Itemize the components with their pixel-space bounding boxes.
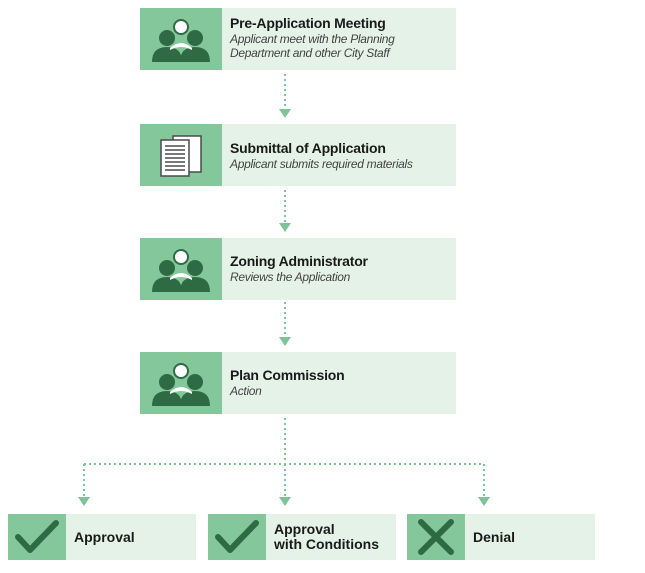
step-description: Applicant meet with the Planning — [230, 32, 395, 46]
step-zoning-administrator: Zoning Administrator Reviews the Applica… — [140, 238, 456, 300]
step-pre-application-meeting: Pre-Application Meeting Applicant meet w… — [140, 8, 456, 70]
step-description: Department and other City Staff — [230, 46, 390, 60]
step-description: Applicant submits required materials — [230, 157, 413, 171]
step-icon-box — [140, 124, 222, 186]
step-title: Zoning Administrator — [230, 253, 368, 269]
people-icon — [152, 363, 210, 406]
arrow-head — [279, 337, 291, 346]
outcome-label-line: with Conditions — [274, 536, 379, 552]
step-title: Plan Commission — [230, 367, 345, 383]
outcome-label: Denial — [465, 528, 516, 545]
step-title: Submittal of Application — [230, 140, 386, 156]
outcome-label-line: Approval — [274, 521, 335, 537]
step-icon-box — [140, 238, 222, 300]
checkmark-icon — [15, 520, 59, 553]
arrow-head — [279, 223, 291, 232]
outcome-approval-with-conditions: Approval with Conditions — [208, 514, 396, 560]
arrow-head — [279, 497, 291, 506]
outcome-denial: Denial — [407, 514, 595, 560]
step-description: Reviews the Application — [230, 270, 351, 284]
outcome-label-line: Approval — [74, 528, 135, 545]
documents-icon — [160, 135, 202, 177]
arrow-head — [78, 497, 90, 506]
outcome-label: Approval with Conditions — [266, 522, 379, 552]
step-plan-commission: Plan Commission Action — [140, 352, 456, 414]
people-icon — [152, 19, 210, 62]
arrow-head — [279, 109, 291, 118]
outcome-approval: Approval — [8, 514, 196, 560]
arrow-head — [478, 497, 490, 506]
step-description: Action — [230, 384, 262, 398]
outcome-icon-box — [407, 514, 465, 560]
step-title: Pre-Application Meeting — [230, 15, 386, 31]
step-submittal-of-application: Submittal of Application Applicant submi… — [140, 124, 456, 186]
step-icon-box — [140, 8, 222, 70]
people-icon — [152, 249, 210, 292]
checkmark-icon — [215, 520, 259, 553]
outcome-label: Approval — [66, 528, 135, 545]
outcome-icon-box — [8, 514, 66, 560]
step-icon-box — [140, 352, 222, 414]
x-icon — [418, 519, 454, 555]
outcome-icon-box — [208, 514, 266, 560]
outcome-label-line: Denial — [473, 528, 516, 545]
